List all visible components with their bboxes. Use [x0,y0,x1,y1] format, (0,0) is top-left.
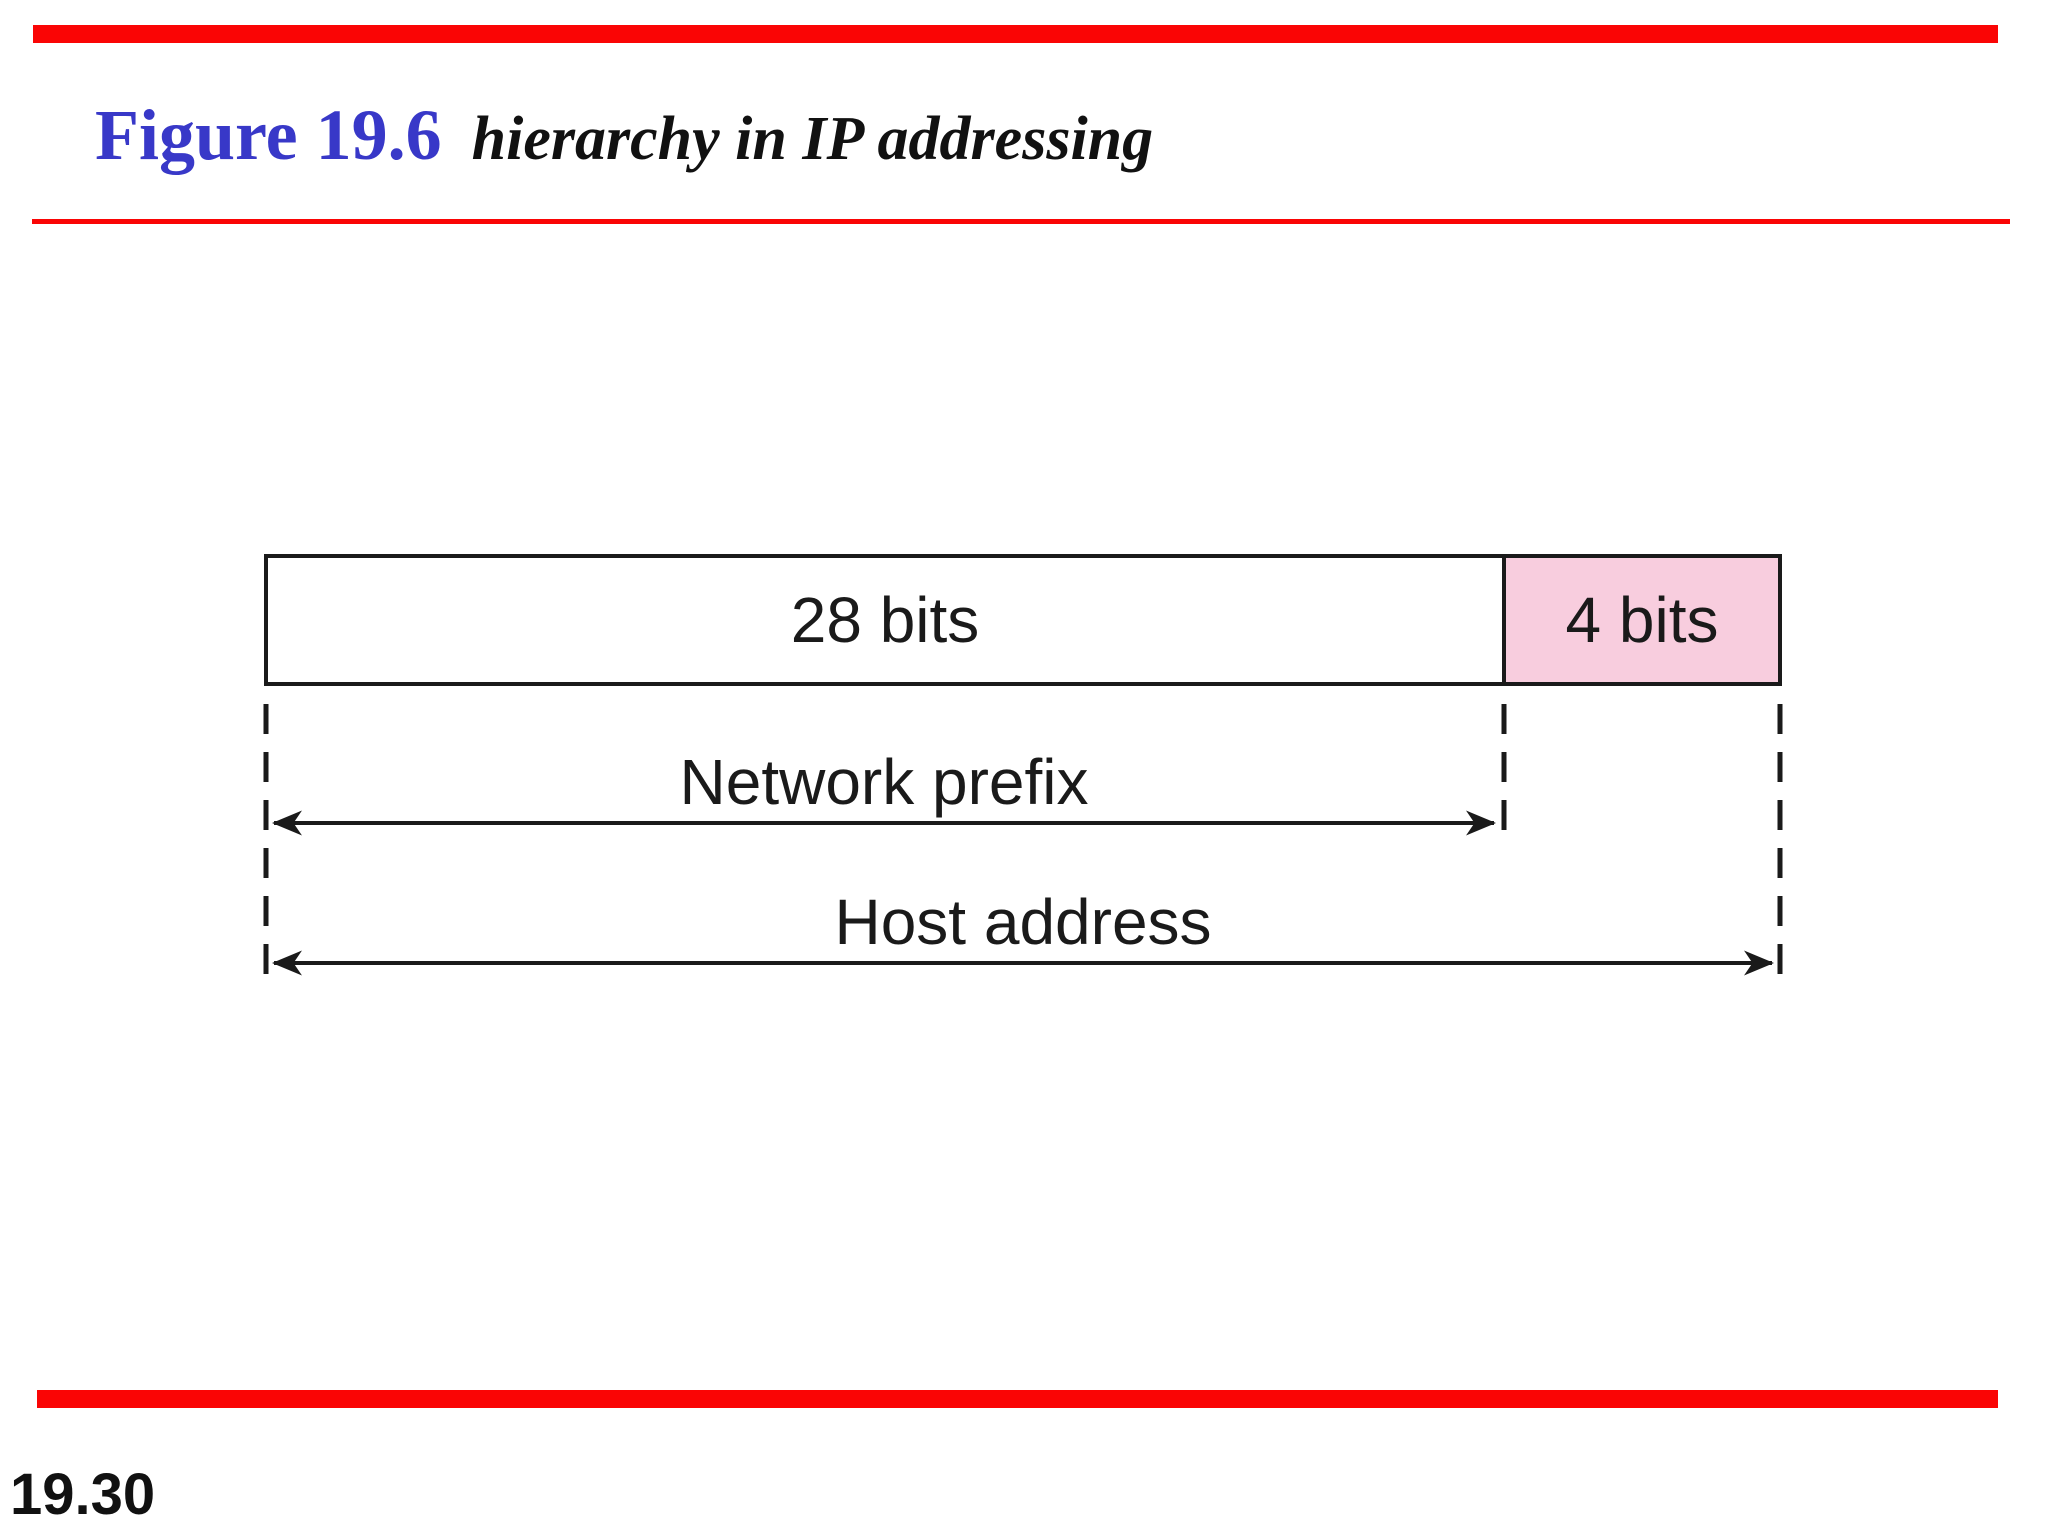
host-address-label: Host address [834,886,1212,958]
figure-caption: hierarchy in IP addressing [471,105,1154,173]
figure-number: Figure 19.6 [95,95,442,175]
prefix-field: 28 bits [268,558,1502,682]
prefix-field-label: 28 bits [790,584,980,656]
title-red-rule [32,219,2010,224]
network-prefix-label: Network prefix [679,746,1089,818]
address-box: 28 bits 4 bits [264,554,1782,686]
page-number: 19.30 [10,1462,156,1527]
top-red-rule [33,25,1998,43]
figure-title-row: Figure 19.6 hierarchy in IP addressing [95,94,1153,177]
suffix-field: 4 bits [1502,558,1778,682]
suffix-field-label: 4 bits [1565,584,1719,656]
bottom-red-rule [37,1390,1998,1408]
